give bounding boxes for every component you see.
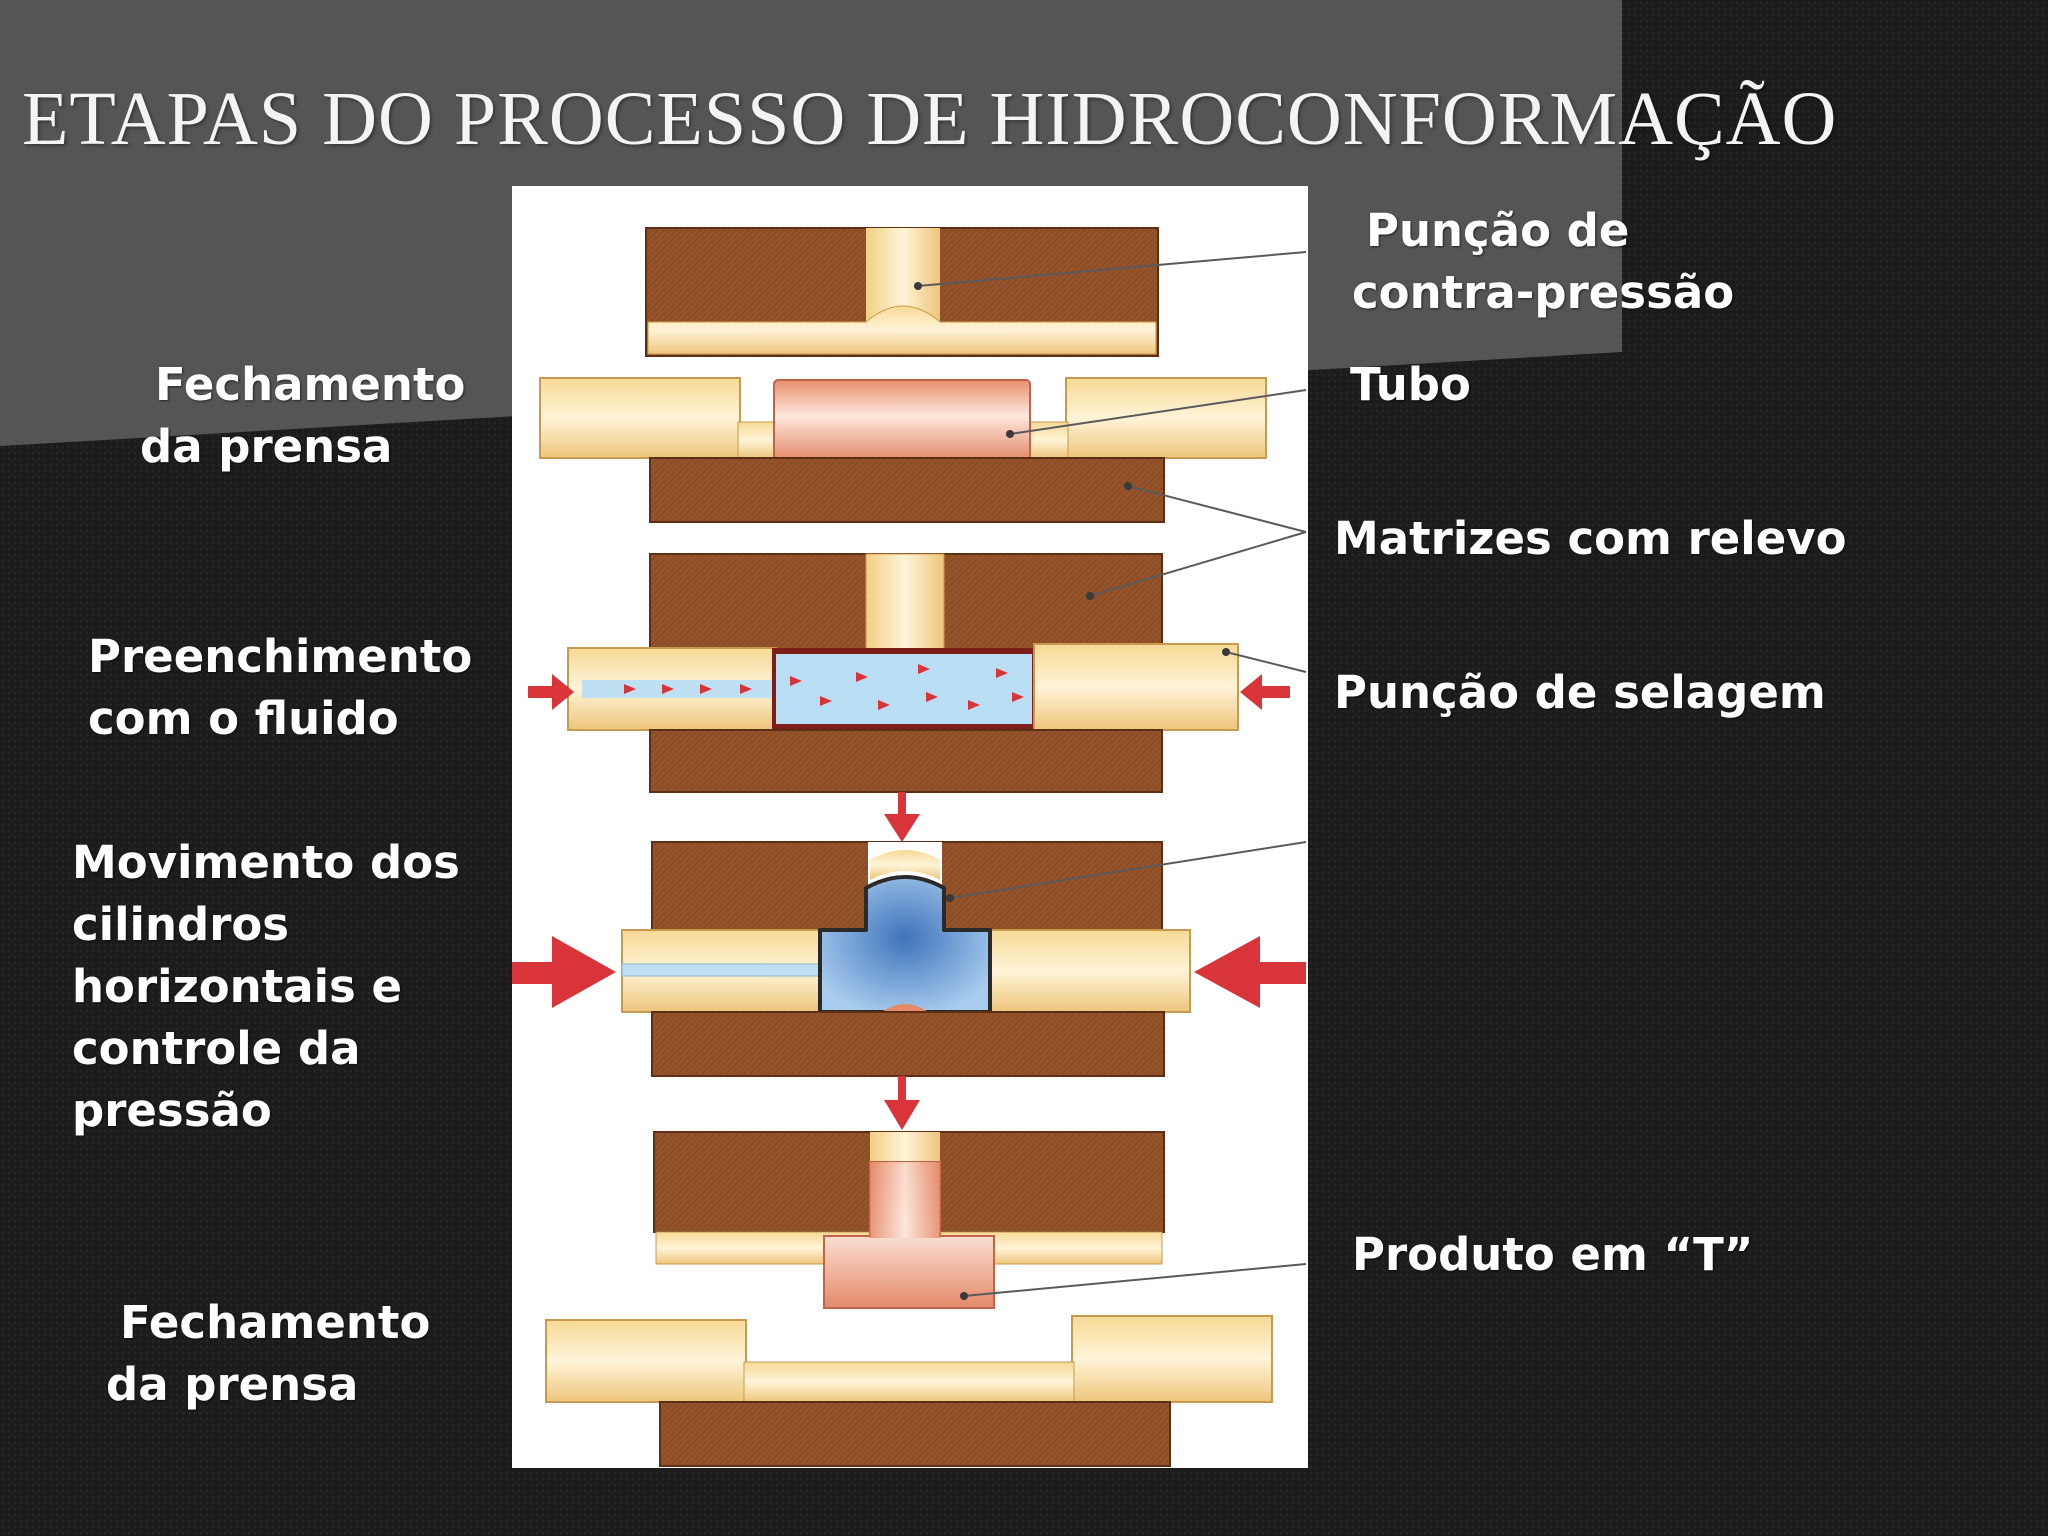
label-line: pressão (72, 1084, 272, 1137)
label-line: Punção de (1366, 204, 1630, 257)
label-line: horizontais e (72, 960, 402, 1013)
slide-title: ETAPAS DO PROCESSO DE HIDROCONFORMAÇÃO (22, 77, 1838, 161)
label-line: Fechamento (120, 1296, 431, 1349)
label-puncao-selagem: Punção de selagem (1334, 666, 1826, 719)
label-tubo: Tubo (1350, 358, 1471, 411)
label-matrizes-relevo: Matrizes com relevo (1334, 512, 1847, 565)
label-produto-t: Produto em “T” (1352, 1228, 1754, 1281)
label-fechamento-prensa-2: Fechamento da prensa (106, 1292, 431, 1416)
label-line: da prensa (106, 1358, 359, 1411)
label-line: Movimento dos (72, 836, 460, 889)
label-line: da prensa (140, 420, 393, 473)
label-preenchimento-fluido: Preenchimento com o fluido (88, 626, 472, 750)
label-fechamento-prensa-1: Fechamento da prensa (140, 354, 466, 478)
label-line: Fechamento (155, 358, 466, 411)
label-line: cilindros (72, 898, 290, 951)
diagram-panel (512, 186, 1308, 1468)
label-movimento-cilindros: Movimento dos cilindros horizontais e co… (72, 832, 460, 1142)
label-line: Preenchimento (88, 630, 473, 683)
label-puncao-contra-pressao: Punção de contra-pressão (1352, 200, 1734, 324)
label-line: com o fluido (88, 692, 399, 745)
label-line: contra-pressão (1352, 266, 1735, 319)
label-line: controle da (72, 1022, 361, 1075)
